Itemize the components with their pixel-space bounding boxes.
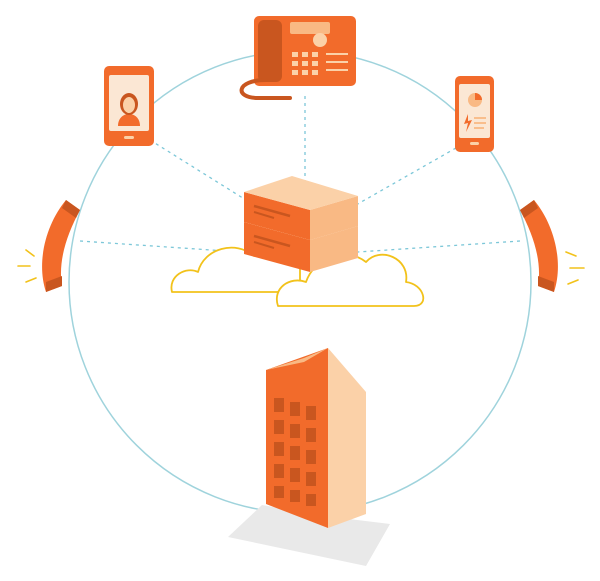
connector-handset-left	[79, 240, 241, 253]
desk-phone-icon	[239, 16, 356, 100]
ringing-handset-icon-right	[520, 200, 585, 292]
cloud-right	[275, 253, 425, 307]
mobile-contact-icon	[104, 66, 154, 146]
server-stack-icon	[244, 176, 358, 272]
connector-lines	[79, 96, 521, 253]
building-shadow	[228, 505, 390, 566]
connector-handset-right	[357, 240, 521, 253]
office-building-icon	[266, 348, 366, 528]
connector-mobile-left	[149, 139, 247, 201]
ringing-handset-icon	[17, 200, 80, 292]
mobile-chart-icon	[455, 76, 494, 152]
connector-mobile-right	[355, 147, 457, 206]
